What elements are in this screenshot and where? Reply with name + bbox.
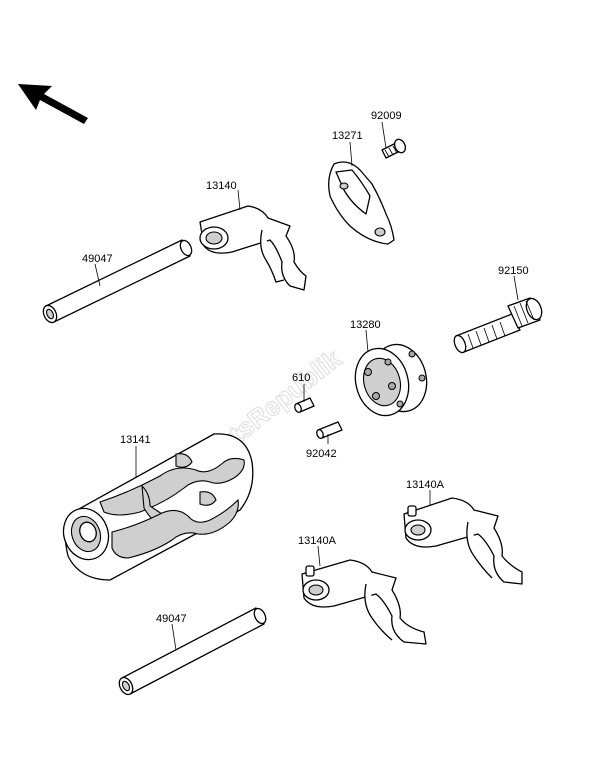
shift-fork-13140[interactable]	[199, 205, 307, 291]
shift-fork-13140A-left[interactable]	[301, 559, 427, 645]
pin-92042[interactable]	[316, 421, 343, 439]
stopper-plate-13271[interactable]	[328, 161, 395, 245]
callout-13271: 13271	[332, 130, 363, 142]
callout-13140: 13140	[206, 180, 237, 192]
callout-49047-bottom: 49047	[156, 613, 187, 625]
shift-rod-top[interactable]	[41, 239, 194, 325]
shift-drum-cam-13280[interactable]	[348, 338, 434, 421]
leader-lines	[94, 121, 519, 651]
screw-92009[interactable]	[381, 138, 407, 159]
bolt-92150[interactable]	[452, 296, 545, 354]
callout-49047-top: 49047	[82, 253, 113, 265]
callout-13141: 13141	[120, 434, 151, 446]
shift-rod-bottom[interactable]	[117, 607, 269, 697]
callout-13140A-left: 13140A	[298, 535, 337, 547]
shift-fork-13140A-right[interactable]	[403, 497, 523, 585]
callout-92150: 92150	[498, 265, 529, 277]
callout-13280: 13280	[350, 319, 381, 331]
front-arrow-icon	[18, 84, 88, 124]
pin-610[interactable]	[294, 397, 315, 413]
shift-drum-13141[interactable]	[56, 433, 254, 581]
callout-92009: 92009	[371, 110, 402, 122]
callout-610: 610	[292, 372, 310, 384]
callout-92042: 92042	[306, 448, 337, 460]
callout-13140A-right: 13140A	[406, 479, 445, 491]
